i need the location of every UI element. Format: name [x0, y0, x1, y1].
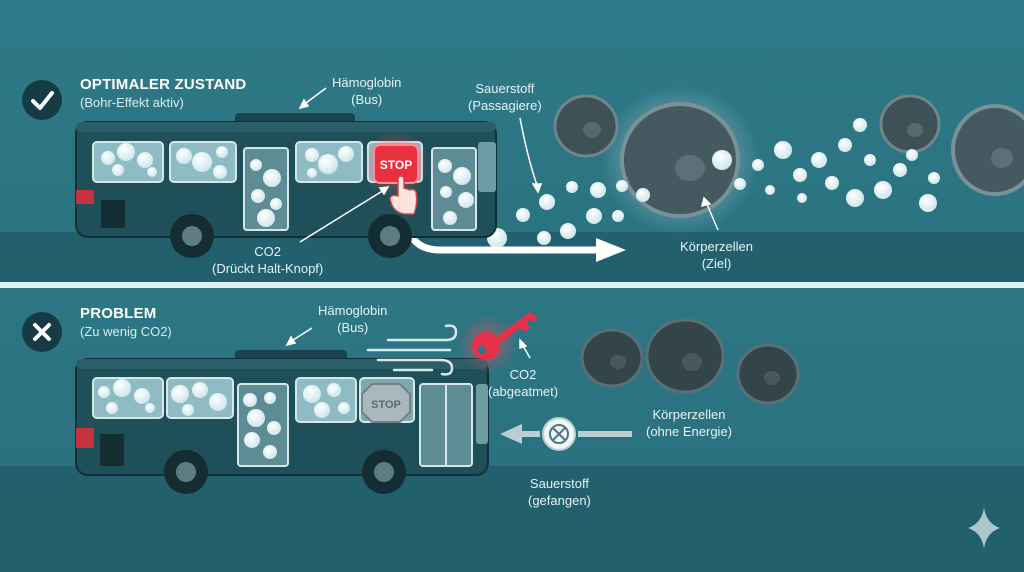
- co2-exhaled-label: CO2 (abgeatmet): [488, 366, 558, 400]
- problem-illustration: STOP: [75, 312, 1000, 548]
- hemoglobin-label-line2: (Bus): [337, 320, 369, 335]
- body-cells-no-energy-label: Körperzellen (ohne Energie): [646, 406, 732, 440]
- key-icon: [458, 312, 538, 374]
- bus-hemoglobin: STOP: [75, 350, 489, 494]
- annotation-lines: [298, 87, 719, 243]
- optimal-state-panel: STOP OPTIMALER ZUSTAND (Bohr-Effekt akti…: [0, 0, 1024, 282]
- bus-hemoglobin: [75, 113, 497, 258]
- optimal-subtitle: (Bohr-Effekt aktiv): [80, 95, 184, 110]
- stop-sign-icon: STOP: [361, 383, 411, 423]
- blocked-oxygen-arrow: [500, 424, 632, 444]
- x-mark-icon: [33, 323, 51, 341]
- body-cells-dark: [580, 318, 800, 405]
- hemoglobin-label-top: Hämoglobin (Bus): [332, 74, 401, 108]
- co2-label-line1: CO2: [254, 244, 281, 259]
- oxygen-stream: [487, 118, 940, 248]
- oxygen-label-line2: (gefangen): [528, 493, 591, 508]
- cells-label-line1: Körperzellen: [680, 239, 753, 254]
- stop-sign-text: STOP: [371, 399, 401, 411]
- oxygen-label-line1: Sauerstoff: [475, 81, 535, 96]
- optimal-illustration: STOP: [75, 85, 1024, 262]
- checkmark-icon: [31, 91, 54, 110]
- hemoglobin-label-line1: Hämoglobin: [332, 75, 402, 90]
- body-cells: [553, 85, 1024, 235]
- oxygen-label-line1: Sauerstoff: [529, 476, 589, 491]
- hemoglobin-label-line2: (Bus): [351, 92, 383, 107]
- sparkle-icon: [968, 508, 1000, 548]
- body-cells-target-label: Körperzellen (Ziel): [680, 238, 753, 272]
- stop-sign-text: STOP: [380, 158, 412, 172]
- annotation-lines: [285, 327, 531, 359]
- cells-label-line2: (ohne Energie): [646, 424, 732, 439]
- cells-label-line2: (Ziel): [701, 256, 732, 271]
- problem-title: PROBLEM: [80, 305, 157, 322]
- optimal-title: OPTIMALER ZUSTAND: [80, 76, 247, 93]
- co2-label-line1: CO2: [509, 367, 537, 382]
- panel-divider: [0, 282, 1024, 288]
- checkmark-badge: [22, 80, 62, 120]
- stop-sign-icon: STOP: [362, 130, 430, 198]
- hand-pointer-icon: [389, 175, 418, 215]
- oxygen-passengers-label: Sauerstoff (Passagiere): [468, 80, 542, 114]
- oxygen-label-line2: (Passagiere): [468, 98, 542, 113]
- hemoglobin-label-bottom: Hämoglobin (Bus): [318, 302, 387, 336]
- oxygen-trapped-label: Sauerstoff (gefangen): [528, 475, 591, 509]
- co2-stop-label: CO2 (Drückt Halt-Knopf): [212, 243, 323, 277]
- problem-subtitle: (Zu wenig CO2): [80, 324, 172, 339]
- blocked-x-icon: [542, 417, 576, 451]
- co2-label-line2: (Drückt Halt-Knopf): [212, 261, 324, 276]
- problem-panel: STOP: [0, 288, 1024, 572]
- wind-icon: [366, 324, 458, 376]
- cells-label-line1: Körperzellen: [652, 407, 726, 422]
- x-mark-badge: [22, 312, 62, 352]
- hemoglobin-label-line1: Hämoglobin: [318, 303, 388, 318]
- co2-label-line2: (abgeatmet): [488, 384, 559, 399]
